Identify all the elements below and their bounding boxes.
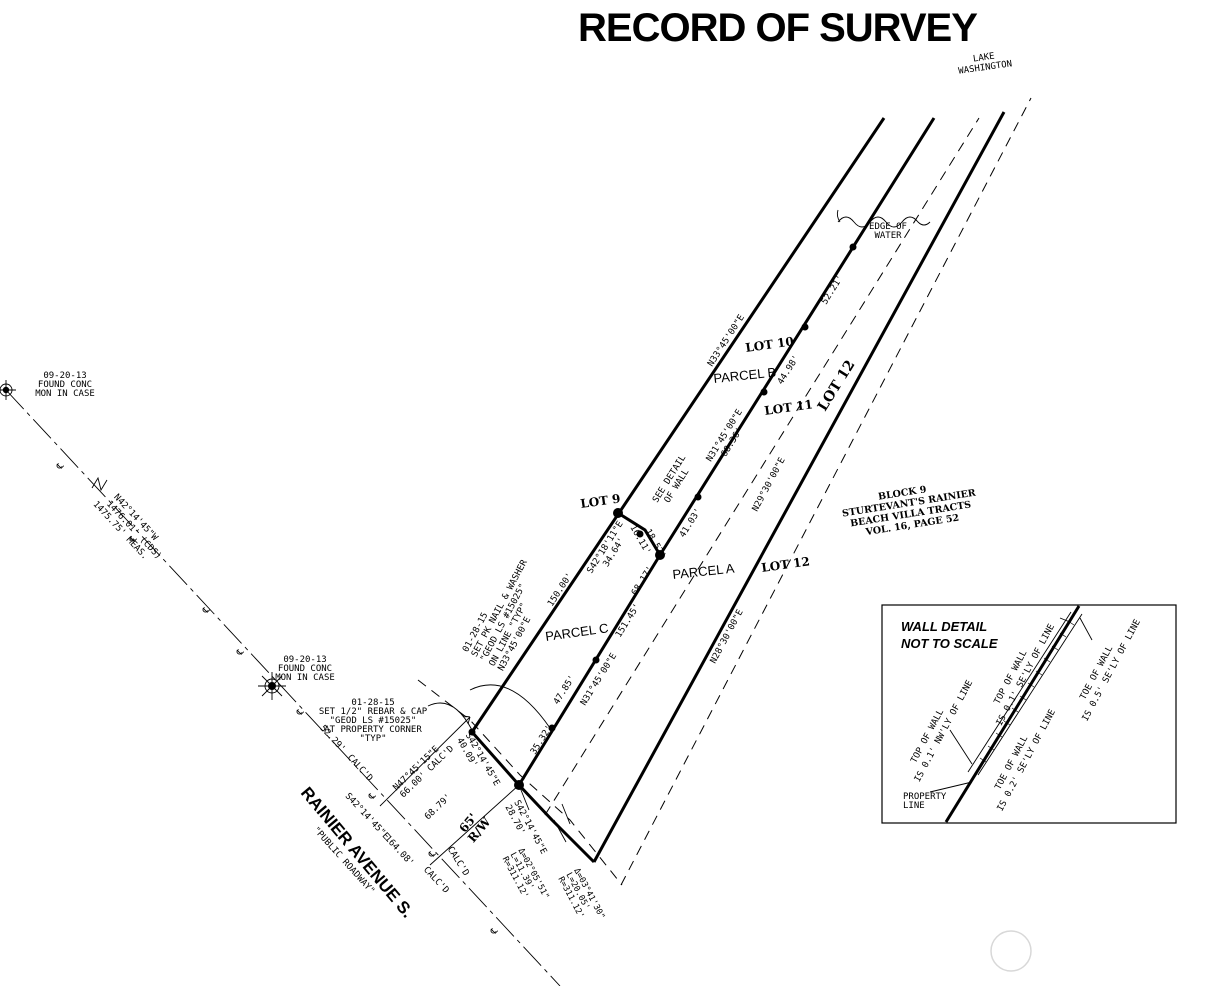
edge-of-water-line1: EDGE OF [869, 222, 907, 232]
rebar-leader [427, 702, 473, 731]
rebar-note-line1: SET 1/2" REBAR & CAP [319, 707, 428, 717]
edge-of-water-line [837, 216, 931, 228]
wall-detail-hatch [979, 620, 1075, 763]
corner-markers [468, 243, 857, 790]
monument-lower-line2: MON IN CASE [275, 673, 335, 683]
wall-detail-box [881, 604, 1177, 824]
edge-of-water-line2: WATER [874, 231, 902, 241]
dim-35-32: 35.32' [529, 724, 555, 757]
parcel-c-a-boundary-line [517, 554, 662, 786]
wall-detail: WALL DETAIL NOT TO SCALE TOP OF WALL [881, 604, 1177, 824]
parcel-middle-boundary-line [617, 117, 936, 558]
dim-n29: N29°30'00"E [751, 456, 788, 513]
rebar-note-date: 01-28-15 [351, 698, 394, 708]
centerline-seg2-note-label: CALC'D [421, 865, 450, 896]
monument-lower-label: 09-20-13 FOUND CONC MON IN CASE [275, 655, 335, 683]
dim-47-85: 47.85' [552, 674, 578, 707]
wall-detail-title1: WALL DETAIL [901, 619, 987, 634]
pk-leader [469, 684, 551, 729]
centerline-seg1-note: CALC'D [345, 753, 374, 784]
lot-12-dashed-line [620, 97, 1032, 886]
monument-lower-line1: FOUND CONC [278, 664, 332, 674]
centerline-seg3-note-label: CALC'D [445, 845, 471, 878]
wall-detail-prop-2: LINE [903, 801, 925, 811]
centerline-seg3-note: CALC'D [445, 845, 471, 878]
lot-10-label: LOT 10 [744, 334, 794, 355]
monument-upper-date: 09-20-13 [43, 371, 86, 381]
monument-upper-line1: FOUND CONC [38, 380, 92, 390]
parcel-c-label: PARCEL C [544, 620, 609, 644]
lot-12-big-label: LOT 12 [815, 357, 859, 414]
parcel-nw-boundary-line [470, 117, 886, 733]
tie-line-68-79 [429, 784, 520, 866]
monument-lower-date: 09-20-13 [283, 655, 326, 665]
parcel-b-label: PARCEL B [713, 364, 777, 385]
svg-text:℄: ℄ [200, 605, 212, 617]
monument-upper-line2: MON IN CASE [35, 389, 95, 399]
svg-text:℄: ℄ [294, 707, 306, 719]
edge-of-water-tick [836, 209, 841, 223]
found-monument-lower [258, 672, 286, 700]
lake-label-line1: LAKE [972, 52, 995, 65]
rebar-note-line2: "GEOD LS #15025" [330, 716, 417, 726]
curve2-label: Δ=03°41'30" L=20.05' R=311.12' [555, 867, 606, 921]
page-title: RECORD OF SURVEY [578, 6, 978, 50]
lake-label: LAKE WASHINGTON [958, 52, 1013, 77]
front-s42-a: S42°14'45"E 40.09' [454, 731, 501, 788]
centerline-seg2-note: CALC'D [421, 865, 450, 896]
dim-150: 150.00' [546, 571, 575, 608]
svg-text:℄: ℄ [366, 791, 378, 803]
n47-label: N47°45'15"E 66.00' CALC'D [392, 744, 457, 800]
road-centerline [5, 389, 561, 986]
monument-upper-label: 09-20-13 FOUND CONC MON IN CASE [35, 371, 95, 399]
wall-detail-leader-2 [1059, 617, 1071, 623]
rebar-note-line3: AT PROPERTY CORNER [324, 725, 422, 735]
wall-detail-wall-edge-2 [977, 613, 1083, 776]
lot-11-dashed-line [544, 117, 980, 816]
tie-line-n47 [379, 716, 471, 807]
rebar-note-line4: "TYP" [359, 734, 386, 744]
lot-9-label: LOT 9 [579, 491, 621, 510]
wall-detail-property-line [944, 605, 1081, 823]
dim-44-98: 44.98' [776, 354, 802, 387]
wall-detail-prop-1: PROPERTY [903, 792, 947, 802]
front-rw-line [470, 731, 596, 864]
rebar-note: 01-28-15 SET 1/2" REBAR & CAP "GEOD LS #… [319, 698, 428, 744]
edge-of-water-label: EDGE OF WATER [869, 222, 907, 241]
dim-68-17: 68.17' [630, 565, 656, 598]
curve1-label: Δ=02°05'51" L=11.39' R=311.12' [500, 847, 551, 901]
svg-text:℄: ℄ [54, 461, 66, 473]
lot-12-small-label: LOT 12 [760, 554, 810, 575]
dim-41-03: 41.03' [678, 507, 704, 540]
curve-leaders [518, 784, 571, 843]
dim-68-79: 68.79' [423, 792, 453, 822]
seal-stamp-icon [990, 930, 1032, 972]
wall-detail-leader-1 [949, 729, 973, 765]
nw-line-bearing: N33°45'00"E [706, 313, 747, 368]
wall-detail-wall-edge-1 [967, 611, 1072, 773]
centerline-seg2: 164.08' [382, 834, 415, 869]
pk-nail-note: 01-28-15 SET PK NAIL & WASHER "GEOD LS #… [461, 558, 533, 673]
found-monument-upper [0, 380, 16, 400]
svg-text:℄: ℄ [234, 647, 246, 659]
see-detail-label: SEE DETAIL OF WALL [651, 453, 691, 504]
centerline-bearing-label: N42°14'45"W 1476.01' (CDS) 1475.75' MEAS… [91, 493, 164, 562]
block-note: BLOCK 9 STURTEVANT'S RAINIER BEACH VILLA… [841, 484, 976, 538]
wall-detail-leader-4 [929, 781, 973, 793]
wall-detail-leader-3 [1079, 617, 1093, 641]
svg-text:℄: ℄ [488, 926, 500, 938]
wall-detail-title2: NOT TO SCALE [901, 636, 998, 651]
parcel-se-boundary-line [592, 111, 1006, 863]
lot-11-label: LOT 11 [763, 397, 813, 418]
centerline-break-mark [91, 476, 108, 492]
parcel-a-label: PARCEL A [672, 561, 736, 582]
